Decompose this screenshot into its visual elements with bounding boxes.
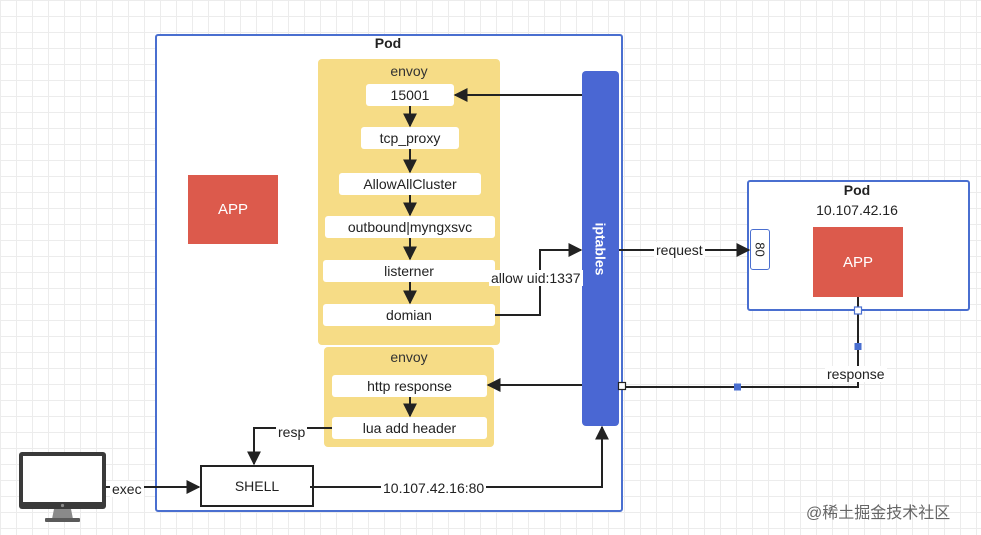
envoy-inbound-title: envoy [390,349,428,365]
label-request: request [654,242,705,258]
arrow-shell-to-iptables [310,425,609,488]
step-allow-all-cluster[interactable]: AllowAllCluster [339,173,481,195]
response-handle-top [853,306,863,315]
port-80-box[interactable]: 80 [750,229,770,270]
pod-right-title: Pod [843,182,871,198]
step-http-response[interactable]: http response [332,375,487,397]
computer-monitor-icon [19,452,106,522]
app-right[interactable]: APP [813,227,903,297]
response-handle-line [734,383,741,391]
step-domain[interactable]: domian [323,304,495,326]
response-handle-end [617,381,627,391]
label-allow-uid: allow uid:1337 [489,270,583,286]
pod-left-title: Pod [374,35,402,51]
pod-right-ip: 10.107.42.16 [816,202,898,218]
watermark: @稀土掘金技术社区 [806,505,951,522]
step-outbound-cluster[interactable]: outbound|myngxsvc [325,216,495,238]
label-shell-target: 10.107.42.16:80 [381,480,487,496]
iptables-bar[interactable]: iptables [582,71,619,426]
step-lua-add-header[interactable]: lua add header [332,417,487,439]
step-listener[interactable]: listerner [323,260,495,282]
app-left-label: APP [217,201,248,218]
label-resp: resp [276,424,308,440]
label-response: response [825,366,887,382]
response-handle-mid [854,343,862,350]
app-left[interactable]: APP [188,175,278,244]
step-15001[interactable]: 15001 [366,84,454,106]
arrow-response [619,297,859,388]
shell-box[interactable]: SHELL [200,465,314,507]
step-tcp-proxy[interactable]: tcp_proxy [361,127,459,149]
app-right-label: APP [842,253,873,271]
envoy-outbound-title: envoy [390,63,428,79]
label-exec: exec [110,481,144,497]
